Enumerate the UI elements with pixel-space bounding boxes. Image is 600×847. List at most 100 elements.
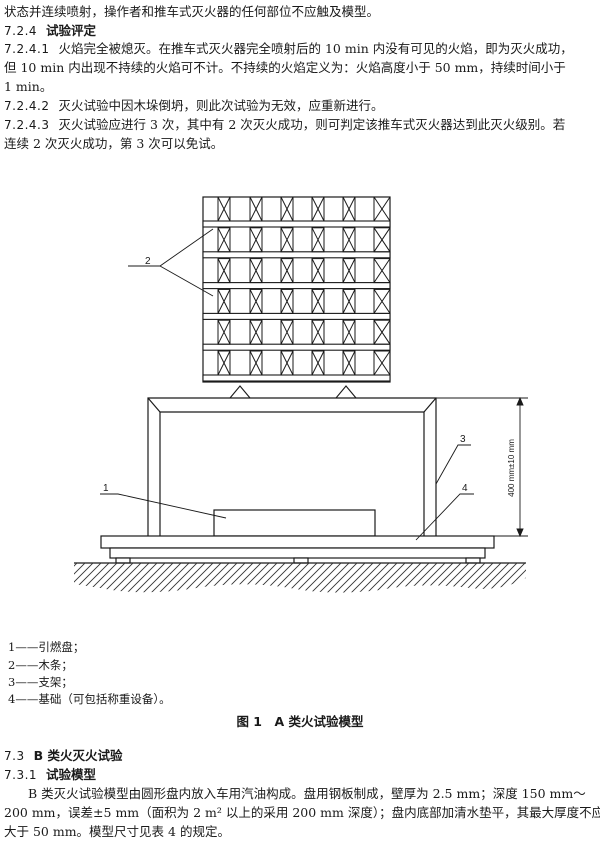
part-label-2: 2 [145,256,151,267]
crib-cell [280,319,294,345]
ignition-tray [213,509,376,537]
crib-cell [217,227,231,253]
frame-inner [159,411,425,536]
crib-cell [342,288,356,314]
clause-number: 7.2.4.1 [4,42,50,56]
crib-cell [342,319,356,345]
section-title: 试验评定 [46,23,97,38]
legend-item-4: 4——基础（可包括称重设备）。 [8,692,171,706]
wood-crib [202,196,391,383]
crib-support-triangle-left [228,385,252,399]
crib-cell [280,227,294,253]
ground-hatching [74,562,526,593]
dimension-indicator [436,396,528,538]
clause-text: 灭火试验中因木垛倒坍，则此次试验为无效，应重新进行。 [58,98,384,113]
leader-1 [100,493,227,519]
crib-bar [202,343,391,351]
crib-cell [373,350,391,376]
clause-7-2-4-3-cont: 连续 2 次灭火成功，第 3 次可以免试。 [4,136,224,151]
clause-text: 灭火试验应进行 3 次，其中有 2 次灭火成功，则可判定该推车式灭火器达到此灭火… [58,117,566,132]
crib-cell [311,196,325,222]
crib-cell [249,319,263,345]
paragraph-b-model-2: 200 mm，误差±5 mm（面积为 2 m² 以上的采用 200 mm 深度）… [4,805,600,820]
paragraph-continuation: 状态并连续喷射，操作者和推车式灭火器的任何部位不应触及模型。 [4,4,380,19]
crib-outline [202,196,391,383]
crib-cell [249,350,263,376]
crib-bar [202,220,391,228]
legend-item-2: 2——木条； [8,658,73,672]
clause-7-2-4-1: 7.2.4.1 火焰完全被熄灭。在推车式灭火器完全喷射后的 10 min 内没有可… [4,41,573,57]
section-title: 试验模型 [46,767,97,782]
base-foundation [100,535,495,564]
section-heading-7-3: 7.3 B 类火灭火试验 [4,748,122,764]
clause-number: 7.2.4.3 [4,118,50,132]
crib-cell [373,319,391,345]
base-foot-right [465,557,481,564]
crib-cell [217,288,231,314]
crib-cell [217,319,231,345]
clause-7-2-4-1-cont-1: 但 10 min 内出现不持续的火焰可不计。不持续的火焰定义为：火焰高度小于 5… [4,60,566,75]
clause-number: 7.2.4.2 [4,99,50,113]
part-label-1: 1 [103,483,109,494]
frame-outer [147,397,437,536]
paragraph-b-model-3: 大于 50 mm。模型尺寸见表 4 的规定。 [4,824,230,839]
crib-cell [217,350,231,376]
leader-2a [128,228,214,267]
clause-text: 火焰完全被熄灭。在推车式灭火器完全喷射后的 10 min 内没有可见的火焰，即为… [58,41,573,56]
clause-7-2-4-3: 7.2.4.3 灭火试验应进行 3 次，其中有 2 次灭火成功，则可判定该推车式灭… [4,117,565,133]
crib-cell [311,258,325,284]
crib-cell [280,258,294,284]
part-label-4: 4 [462,483,468,494]
crib-cell [373,227,391,253]
clause-7-2-4-1-cont-2: 1 min。 [4,79,53,94]
section-heading-7-2-4: 7.2.4 试验评定 [4,23,96,39]
crib-cell [249,196,263,222]
clause-7-2-4-2: 7.2.4.2 灭火试验中因木垛倒坍，则此次试验为无效，应重新进行。 [4,98,384,114]
part-label-3: 3 [460,434,466,445]
crib-cell [217,196,231,222]
leader-4 [415,493,474,541]
crib-cell [342,258,356,284]
crib-cell [342,196,356,222]
crib-cell [280,350,294,376]
leader-3 [435,444,471,485]
section-number: 7.3 [4,749,25,763]
crib-cell [280,196,294,222]
frame-corner-right [423,397,437,413]
crib-bar [202,312,391,320]
crib-cell [311,319,325,345]
crib-cell [311,350,325,376]
base-lower [109,547,486,559]
section-number: 7.3.1 [4,768,38,782]
crib-cell [249,227,263,253]
dimension-label: 400 mm±10 mm [507,439,516,497]
leader-2b [159,265,214,297]
crib-bar [202,374,391,382]
legend-item-3: 3——支架； [8,675,73,689]
crib-bar [202,251,391,259]
crib-cell [249,258,263,284]
crib-cell [280,288,294,314]
frame-corner-left [147,397,161,413]
section-number: 7.2.4 [4,24,38,38]
figure-caption: 图 1 A 类火试验模型 [236,714,364,729]
crib-cell [342,350,356,376]
support-frame [147,397,437,536]
crib-support-triangle-right [334,385,358,399]
crib-cell [342,227,356,253]
crib-cell [373,196,391,222]
crib-cell [373,288,391,314]
figure-a-class-fire-model: 400 mm±10 mm 2 3 1 4 [74,196,528,593]
crib-cell [249,288,263,314]
paragraph-b-model-1: B 类灭火试验模型由圆形盘内放入车用汽油构成。盘用钢板制成，壁厚为 2.5 mm… [28,786,586,801]
crib-cell [311,227,325,253]
base-foot-left [115,557,131,564]
crib-bar [202,282,391,290]
crib-cell [311,288,325,314]
base-foot-middle [293,557,309,564]
section-heading-7-3-1: 7.3.1 试验模型 [4,767,96,783]
base-plate [100,535,495,549]
crib-cell [373,258,391,284]
section-title: B 类火灭火试验 [33,748,123,763]
crib-cell [217,258,231,284]
